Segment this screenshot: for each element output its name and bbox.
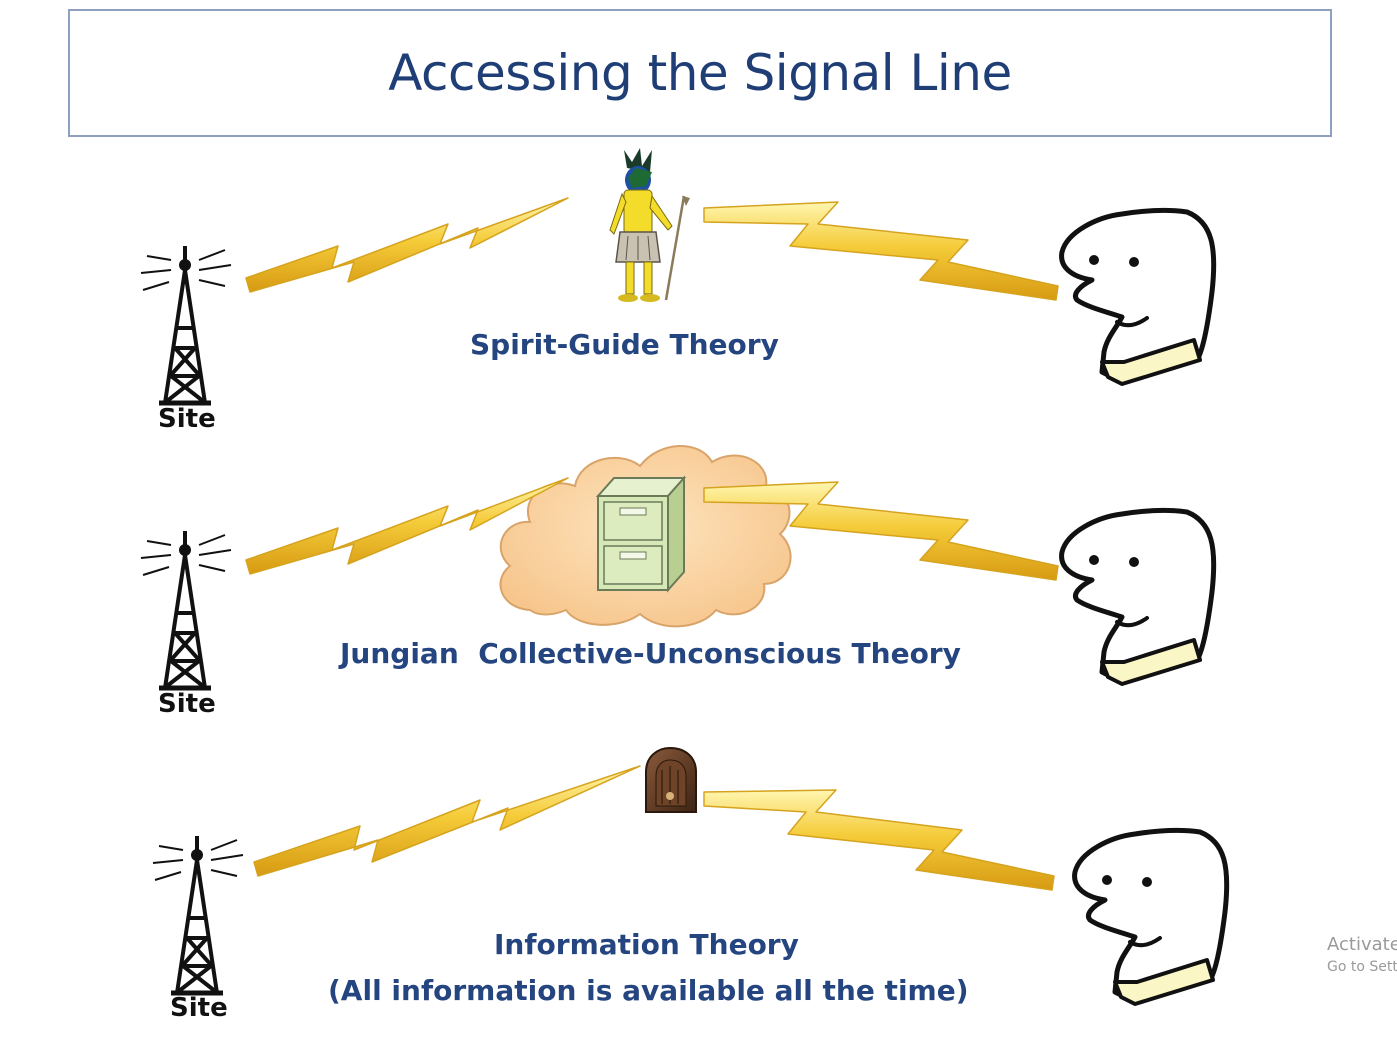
- egyptian-god-icon: [609, 148, 690, 302]
- site-label-2: Site: [158, 689, 216, 719]
- title-box: Accessing the Signal Line: [68, 9, 1332, 137]
- caption-spirit-guide: Spirit-Guide Theory: [470, 328, 779, 361]
- tower-icon: [153, 836, 243, 993]
- caption-information-theory: Information Theory: [494, 928, 799, 961]
- head-icon: [1075, 830, 1227, 1004]
- caption-jungian: Jungian Collective-Unconscious Theory: [340, 637, 961, 670]
- site-label-1: Site: [158, 404, 216, 434]
- lightning-bolt-left-1: [245, 197, 569, 293]
- lightning-bolt-right-1: [703, 201, 1059, 301]
- filing-cabinet-icon: [595, 475, 687, 593]
- lightning-bolt-right-2: [703, 481, 1059, 581]
- site-label-3: Site: [170, 993, 228, 1023]
- lightning-bolt-left-3: [253, 765, 641, 877]
- antique-radio-icon: [645, 746, 697, 813]
- caption-information-theory-sub: (All information is available all the ti…: [328, 974, 969, 1007]
- watermark-line-2: Go to Setti: [1327, 959, 1397, 975]
- lightning-bolt-right-3: [703, 789, 1055, 891]
- watermark-line-1: Activate: [1327, 934, 1397, 955]
- slide-title: Accessing the Signal Line: [388, 44, 1012, 102]
- lightning-bolt-left-2: [245, 477, 569, 575]
